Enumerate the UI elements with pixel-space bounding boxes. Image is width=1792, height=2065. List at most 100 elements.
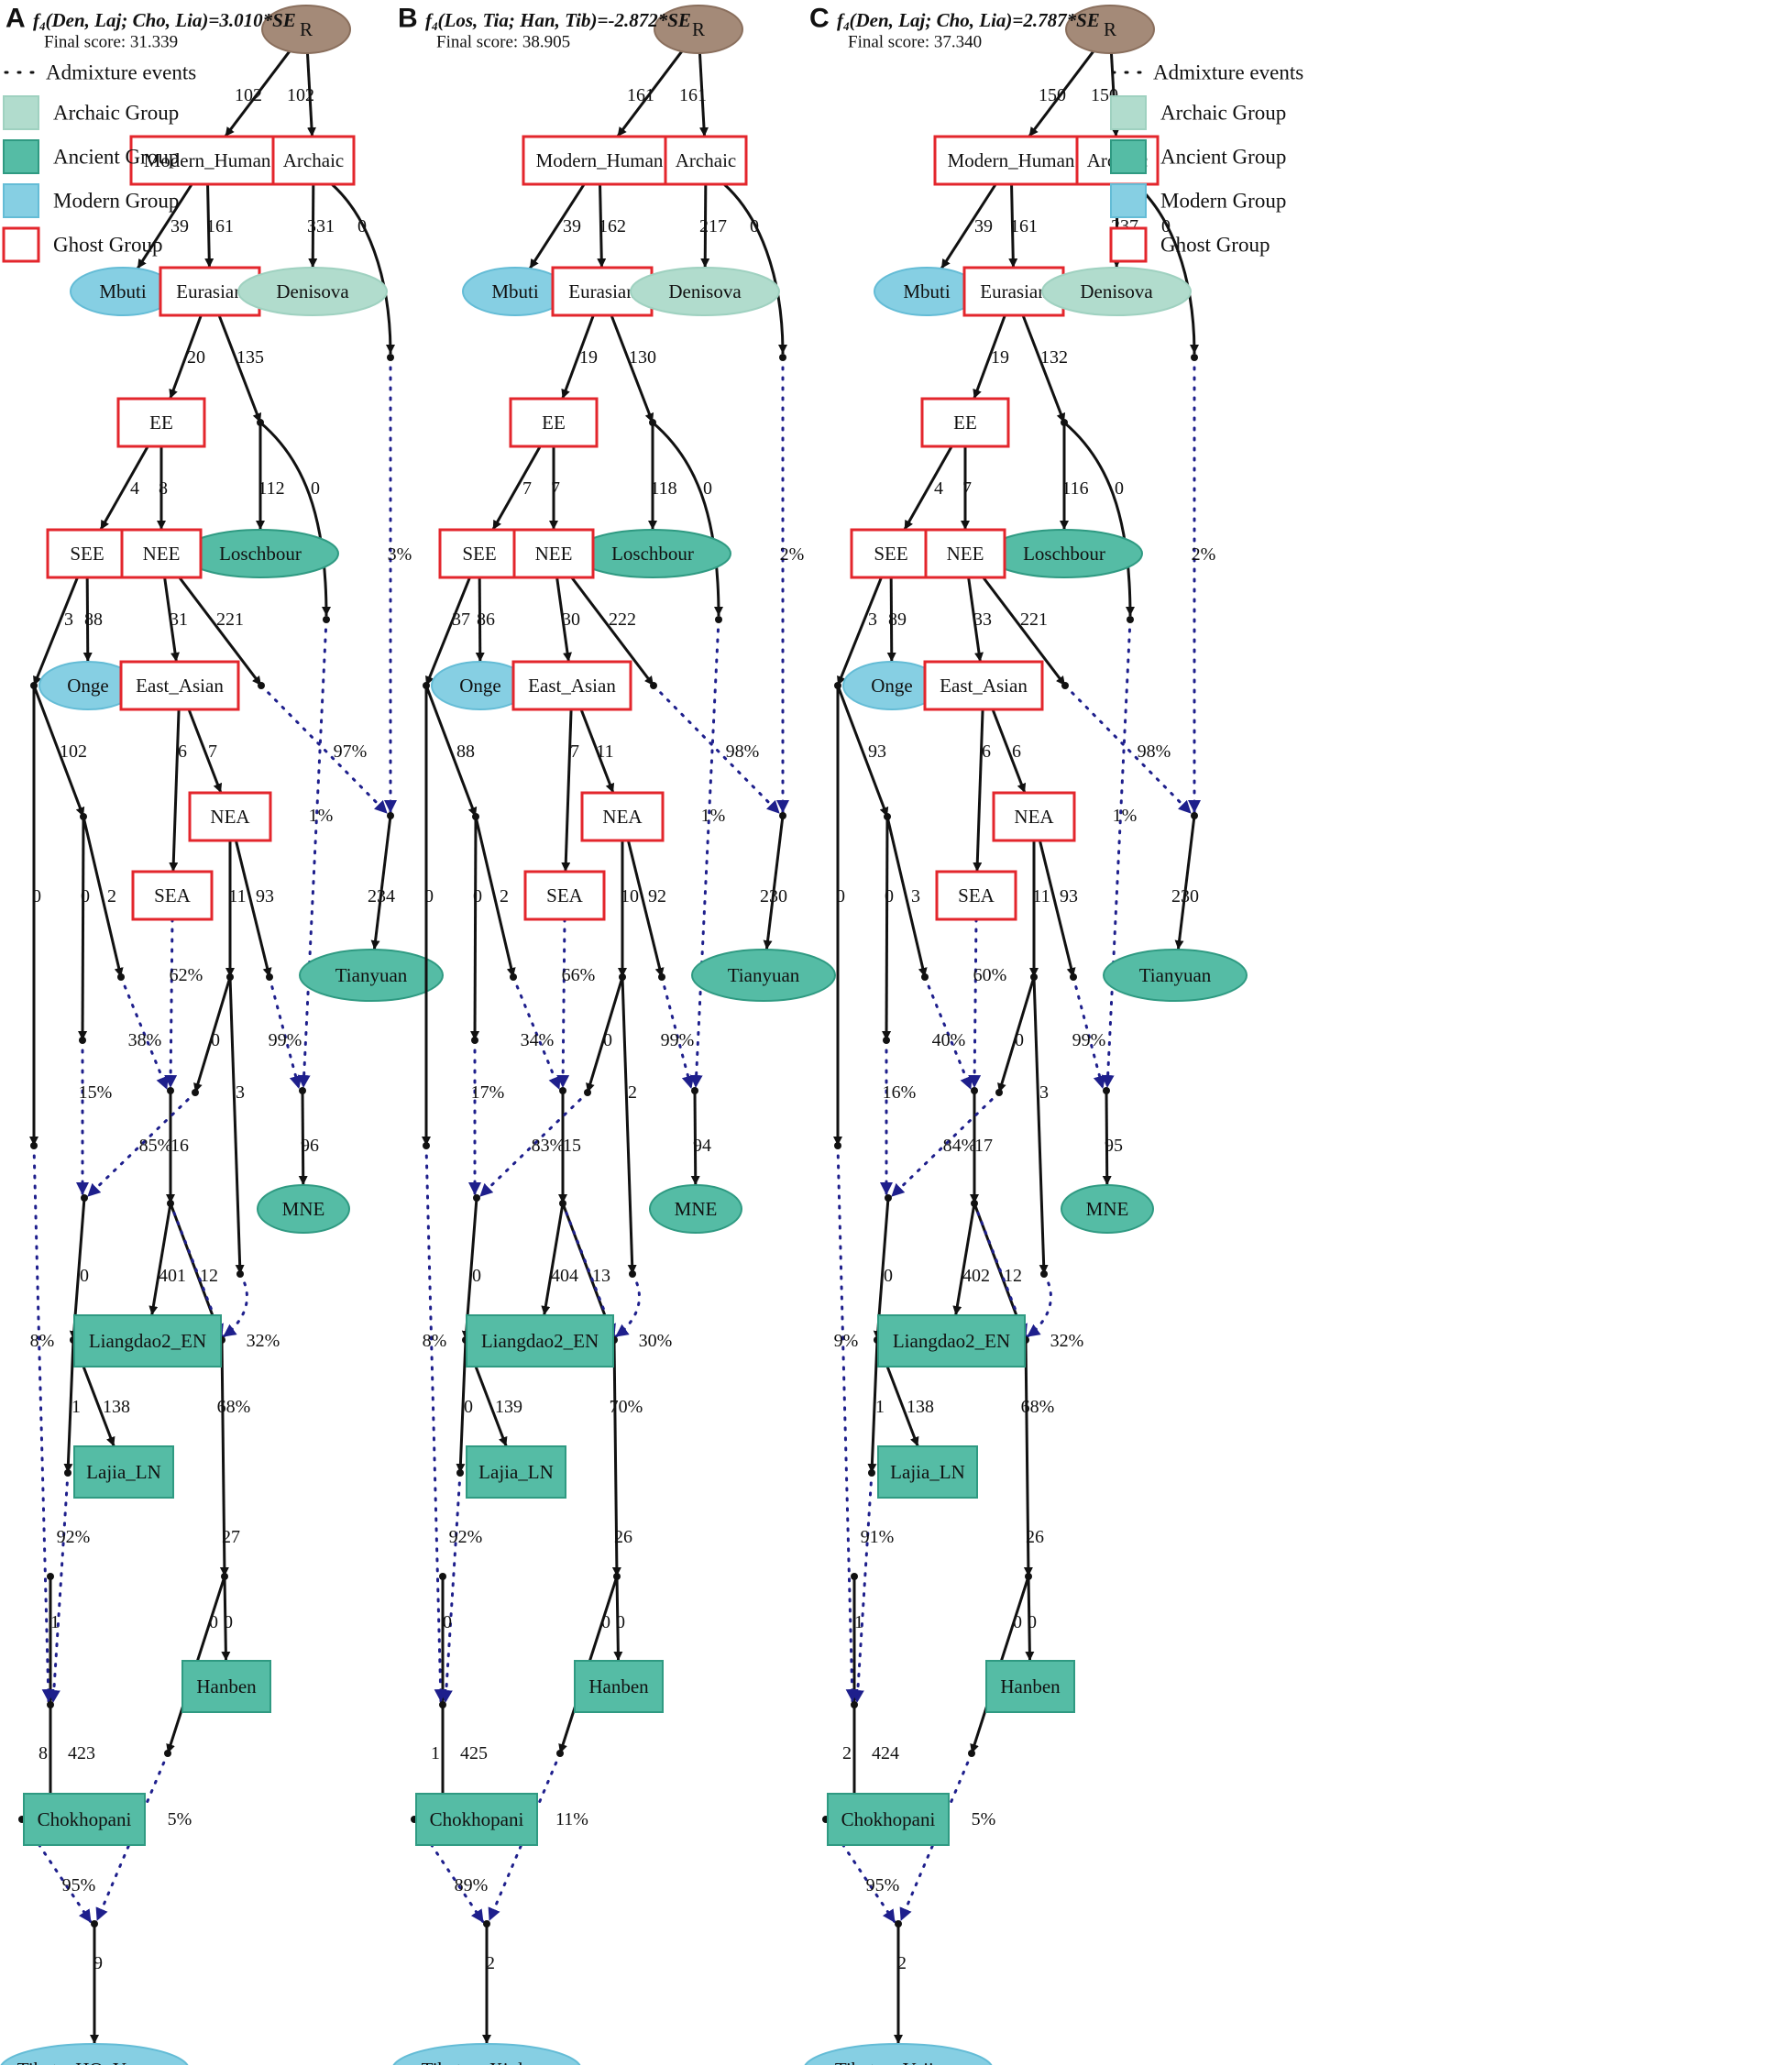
node-label: SEA bbox=[546, 884, 584, 906]
junction-dot bbox=[650, 682, 657, 689]
drift-edge bbox=[32, 577, 79, 687]
node-tg-shape bbox=[804, 2043, 993, 2065]
drift-edge bbox=[1134, 182, 1199, 355]
drift-label: 0 bbox=[209, 1612, 218, 1632]
node-label: Eurasian bbox=[980, 280, 1048, 302]
panel-letter: B bbox=[398, 4, 418, 34]
junction-dot bbox=[851, 1701, 858, 1708]
drift-label: 6 bbox=[1012, 741, 1021, 762]
drift-edge bbox=[224, 50, 291, 137]
junction-dot bbox=[1061, 682, 1069, 689]
admixture-percent: 83% bbox=[532, 1136, 566, 1156]
drift-label: 2 bbox=[628, 1082, 637, 1103]
admixture-percent: 15% bbox=[79, 1082, 113, 1103]
drift-label: 161 bbox=[1010, 216, 1038, 236]
junction-dot bbox=[257, 419, 264, 426]
drift-label: 7 bbox=[962, 478, 972, 499]
admixture-edge bbox=[1072, 975, 1106, 1090]
drift-label: 138 bbox=[907, 1397, 934, 1417]
node-ee-shape bbox=[509, 397, 599, 448]
node-label: NEE bbox=[535, 543, 573, 565]
node-label: MNE bbox=[282, 1198, 325, 1220]
drift-edge bbox=[1028, 50, 1095, 137]
edges bbox=[18, 50, 397, 2044]
node-label: Onge bbox=[871, 675, 913, 697]
node-r-shape bbox=[261, 5, 351, 54]
junction-dot bbox=[47, 1701, 54, 1708]
node-label: SEE bbox=[462, 543, 496, 565]
node-label: Archaic bbox=[283, 149, 344, 171]
drift-label: 19 bbox=[579, 347, 598, 368]
node-ea-shape bbox=[923, 660, 1044, 711]
admixture-percent: 8% bbox=[30, 1331, 55, 1351]
junction-dot bbox=[1127, 616, 1134, 623]
junction-dot bbox=[1030, 973, 1038, 981]
admixture-edge bbox=[836, 1144, 859, 1703]
node-tg-shape bbox=[0, 2043, 189, 2065]
edges bbox=[411, 50, 789, 2044]
junction-dot bbox=[556, 1750, 564, 1757]
node-label: Tibetan_Yajiang bbox=[835, 2059, 962, 2065]
node-mh-shape bbox=[933, 135, 1089, 186]
admixture-percent: 99% bbox=[1072, 1030, 1106, 1050]
drift-edge bbox=[82, 816, 124, 978]
admixture-edge bbox=[268, 975, 302, 1090]
admixture-percent: 32% bbox=[1050, 1331, 1084, 1351]
node-label: TibetanHO_Yunnan bbox=[17, 2059, 172, 2065]
drift-label: 230 bbox=[760, 886, 787, 906]
final-score: Final score: 38.905 bbox=[436, 33, 570, 52]
node-label: Loschbour bbox=[611, 543, 694, 565]
junction-dot bbox=[64, 1469, 71, 1477]
junction-dot bbox=[619, 973, 626, 981]
junction-dot bbox=[423, 1142, 430, 1149]
drift-edge bbox=[561, 708, 573, 873]
drift-label: 15 bbox=[563, 1136, 581, 1156]
junction-dot bbox=[971, 1087, 978, 1094]
drift-label: 230 bbox=[1171, 886, 1199, 906]
admixture-percent: 1% bbox=[701, 806, 726, 826]
node-label: Lajia_LN bbox=[478, 1461, 554, 1483]
f4-statistic: f4(Den, Laj; Cho, Lia)=2.787*SE bbox=[837, 9, 1100, 33]
admixture-percent: 60% bbox=[973, 965, 1007, 985]
drift-edge bbox=[610, 314, 654, 423]
junction-dot bbox=[81, 1194, 88, 1202]
junction-dot bbox=[1061, 419, 1068, 426]
drift-label: 102 bbox=[235, 85, 262, 105]
drift-label: 4 bbox=[130, 478, 139, 499]
drift-label: 9 bbox=[93, 1953, 103, 1973]
drift-edge bbox=[1032, 976, 1049, 1275]
drift-edge bbox=[193, 976, 232, 1093]
node-label: Archaic bbox=[676, 149, 736, 171]
junction-dot bbox=[1070, 973, 1077, 981]
drift-edge bbox=[903, 445, 953, 531]
node-label: Hanben bbox=[1000, 1675, 1061, 1697]
admixture-edge bbox=[164, 917, 178, 1089]
admixture-percent: 17% bbox=[471, 1082, 505, 1103]
legend-archaic-label: Archaic Group bbox=[53, 102, 179, 125]
admixture-edge bbox=[851, 1471, 874, 1704]
admixture-edge bbox=[439, 1471, 462, 1704]
node-label: Modern_Human bbox=[536, 149, 664, 171]
f4-statistic: f4(Den, Laj; Cho, Lia)=3.010*SE bbox=[33, 9, 296, 33]
junction-dot bbox=[559, 1087, 566, 1094]
node-ea-shape bbox=[511, 660, 632, 711]
drift-edge bbox=[613, 1576, 623, 1662]
node-ea-shape bbox=[119, 660, 240, 711]
drift-edge bbox=[1021, 314, 1066, 423]
drift-label: 93 bbox=[256, 886, 274, 906]
node-tg-shape bbox=[392, 2043, 581, 2065]
node-label: Loschbour bbox=[1023, 543, 1105, 565]
node-label: Eurasian bbox=[568, 280, 636, 302]
drift-label: 2 bbox=[842, 1743, 852, 1763]
drift-label: 0 bbox=[81, 886, 90, 906]
node-ee-shape bbox=[920, 397, 1010, 448]
node-label: R bbox=[300, 18, 313, 40]
legend-ghost-label: Ghost Group bbox=[53, 234, 162, 257]
node-ar-shape bbox=[271, 135, 356, 186]
drift-edge bbox=[169, 708, 181, 873]
node-label: Hanben bbox=[196, 1675, 257, 1697]
junction-dot bbox=[559, 1200, 566, 1207]
node-label: Liangdao2_EN bbox=[893, 1330, 1010, 1352]
